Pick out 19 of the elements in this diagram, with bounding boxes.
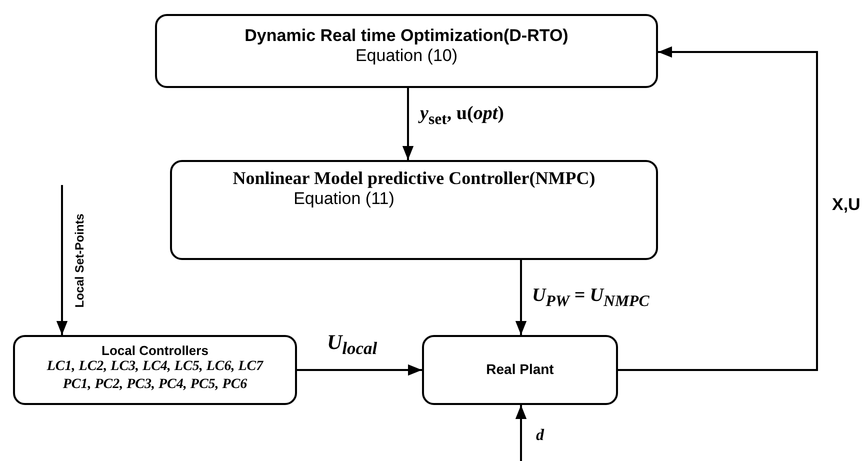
arrow: [56, 185, 68, 335]
edge-label: Local Set-Points: [73, 211, 87, 310]
process-box: [155, 14, 658, 88]
process-box: [422, 335, 618, 405]
arrow: [618, 46, 818, 371]
node-title: Nonlinear Model predictive Controller(NMPC): [232, 168, 596, 189]
edge-label: X,U: [830, 196, 862, 215]
arrow: [297, 364, 422, 376]
node-title: Local Controllers: [102, 343, 208, 358]
equation-text: Equation (11): [294, 189, 394, 209]
arrow: [402, 88, 414, 160]
process-box: [170, 160, 658, 260]
node-title: Dynamic Real time Optimization(D-RTO): [244, 26, 568, 46]
controller-list: LC1, LC2, LC3, LC4, LC5, LC6, LC7 PC1, PC2, PC3, PC4, PC5, PC6: [35, 358, 275, 394]
process-box: [13, 335, 297, 405]
arrow: [515, 260, 527, 335]
equation-text: Equation (10): [355, 46, 458, 66]
node-title: Real Plant: [486, 361, 554, 377]
arrow: [515, 405, 527, 461]
